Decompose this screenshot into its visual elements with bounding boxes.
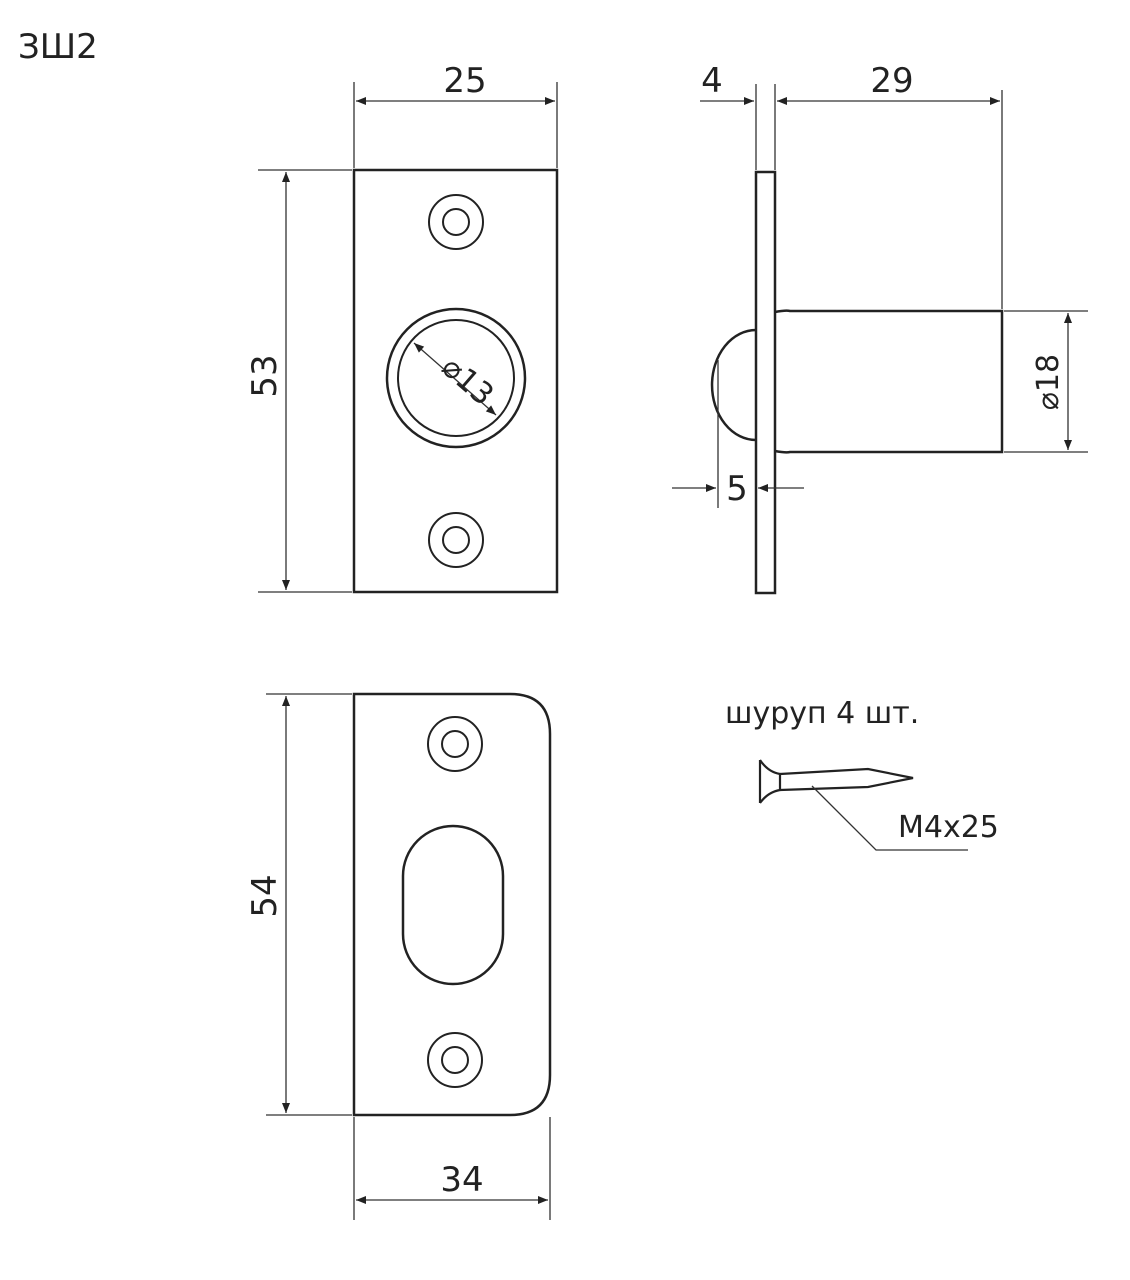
strike-plate-view: 54 34	[245, 692, 552, 1220]
strike-screw-hole-top	[427, 716, 483, 772]
ball-protrusion-label: 5	[726, 469, 748, 509]
latch-ball	[710, 328, 757, 442]
front-width-label: 25	[443, 61, 486, 101]
front-plate	[352, 168, 559, 594]
screw-section: шуруп 4 шт. М4х25	[725, 696, 999, 851]
front-height-label: 53	[245, 354, 285, 397]
side-plate	[754, 170, 777, 595]
screw-hole-bottom	[428, 512, 484, 568]
strike-plate-outline	[352, 692, 552, 1117]
hole-diameter-label: ⌀13	[435, 350, 500, 413]
screw-quantity-label: шуруп 4 шт.	[725, 696, 919, 731]
body-diameter-label: ⌀18	[1031, 354, 1066, 410]
strike-screw-hole-bottom	[427, 1032, 483, 1088]
screw-hole-top	[428, 194, 484, 250]
strike-height-label: 54	[245, 874, 285, 917]
latch-body	[774, 309, 1004, 454]
body-length-label: 29	[870, 61, 913, 101]
side-view: 4 29 ⌀18 5	[672, 61, 1088, 595]
strike-slot	[401, 824, 505, 986]
latch-hole	[385, 307, 527, 449]
screw-icon	[758, 759, 914, 804]
strike-width-label: 34	[440, 1160, 483, 1200]
hole-diameter-line	[413, 342, 497, 416]
model-label: ЗШ2	[18, 27, 98, 67]
plate-thickness-label: 4	[701, 61, 723, 101]
front-view: ⌀13 25 53	[245, 61, 559, 594]
screw-size-label: М4х25	[898, 810, 999, 845]
screw-leader-line	[811, 785, 968, 851]
